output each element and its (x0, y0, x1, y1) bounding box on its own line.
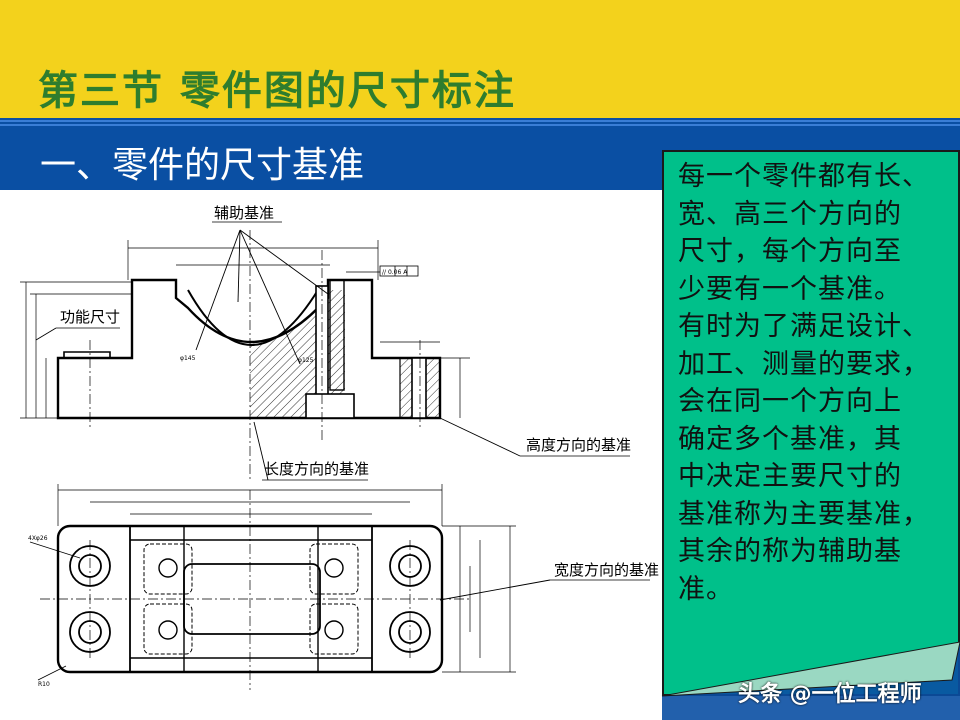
explanation-note: 每一个零件都有长、宽、高三个方向的尺寸，每个方向至少要有一个基准。有时为了满足设… (662, 150, 960, 696)
label-auxiliary-datum: 辅助基准 (214, 204, 274, 222)
note-line: 其余的称为辅助基 (678, 536, 902, 567)
label-tolerance: // 0.06 A (382, 269, 408, 276)
note-line: 确定多个基准，其 (678, 423, 902, 455)
label-holes: 4Xφ26 (28, 535, 48, 542)
note-line: 宽、高三个方向的 (678, 198, 902, 230)
note-line: 尺寸，每个方向至 (678, 236, 902, 267)
note-text: 每一个零件都有长、宽、高三个方向的尺寸，每个方向至少要有一个基准。有时为了满足设… (678, 158, 958, 608)
front-view (20, 221, 630, 481)
note-folded-corner (661, 641, 960, 720)
page-title: 第三节 零件图的尺寸标注 (38, 67, 516, 114)
label-width-datum: 宽度方向的基准 (554, 561, 659, 579)
note-line: 有时为了满足设计、 (678, 311, 930, 342)
label-angle-dim: φ125 (298, 357, 314, 364)
note-line: 准。 (678, 573, 734, 605)
note-line: 基准称为主要基准， (678, 498, 930, 530)
technical-drawing: 辅助基准 功能尺寸 长度方向的基准 高度方向的基准 // 0.06 A φ145… (20, 204, 659, 690)
note-line: 加工、测量的要求， (678, 348, 930, 380)
watermark: 头条 @一位工程师 (738, 682, 922, 707)
label-height-datum: 高度方向的基准 (526, 436, 631, 454)
subtitle-band-stripes (0, 118, 960, 128)
label-hole-dim: φ145 (180, 355, 196, 362)
note-line: 会在同一个方向上 (678, 386, 902, 417)
label-length-datum: 长度方向的基准 (264, 460, 369, 478)
note-line: 中决定主要尺寸的 (678, 461, 902, 492)
label-radius: R10 (38, 681, 50, 688)
title-band (0, 0, 960, 118)
top-view (29, 484, 650, 690)
label-functional-dimension: 功能尺寸 (60, 308, 120, 326)
note-line: 每一个零件都有长、 (678, 161, 930, 192)
section-subtitle: 一、零件的尺寸基准 (40, 145, 365, 186)
note-line: 少要有一个基准。 (678, 273, 902, 305)
front-view-outline (56, 278, 442, 420)
